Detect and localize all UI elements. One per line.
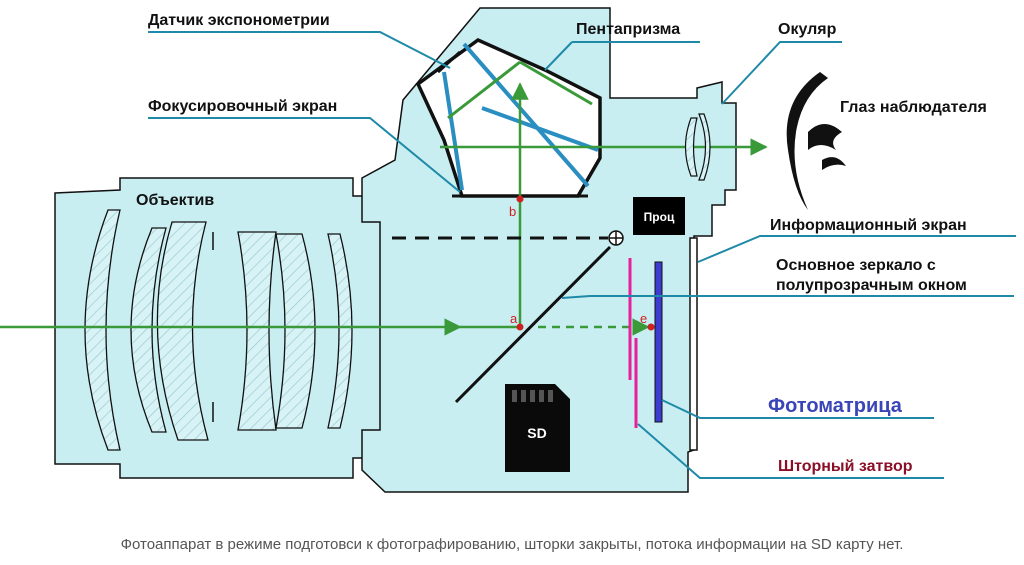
label-processor: Проц (644, 210, 675, 224)
point-a-marker (516, 323, 524, 331)
label-point-b: b (509, 204, 516, 219)
label-sd: SD (527, 425, 546, 441)
label-sensor: Фотоматрица (768, 395, 903, 417)
label-info-screen: Информационный экран (770, 217, 967, 234)
point-e-marker (647, 323, 655, 331)
eye-icon (786, 72, 846, 210)
processor-chip (633, 197, 685, 235)
main-mirror (454, 245, 612, 404)
shutter-curtains (628, 258, 638, 428)
label-eyepiece: Окуляр (778, 21, 837, 38)
eyepiece-lens (684, 113, 711, 181)
label-light-meter: Датчик экспонометрии (148, 12, 330, 29)
prism-rays (442, 42, 599, 191)
label-focusing-screen: Фокусировочный экран (148, 98, 337, 115)
label-point-a: a (510, 311, 518, 326)
info-screen (689, 237, 698, 451)
image-sensor (654, 261, 663, 423)
caption: Фотоаппарат в режиме подготовси к фотогр… (121, 536, 904, 553)
lens-elements (84, 209, 353, 451)
sd-card (505, 384, 570, 472)
point-b-marker (516, 195, 524, 203)
label-lens: Объектив (136, 192, 214, 209)
light-meter-sensor (436, 50, 462, 74)
label-main-mirror-1: Основное зеркало с (776, 257, 936, 274)
label-main-mirror-2: полупрозрачным окном (776, 277, 967, 294)
label-shutter: Шторный затвор (778, 458, 913, 475)
light-path (0, 82, 768, 336)
label-pentaprism: Пентапризма (576, 21, 680, 38)
label-point-e: e (640, 311, 647, 326)
leader-lines (148, 31, 1016, 479)
label-observer-eye: Глаз наблюдателя (840, 99, 987, 116)
